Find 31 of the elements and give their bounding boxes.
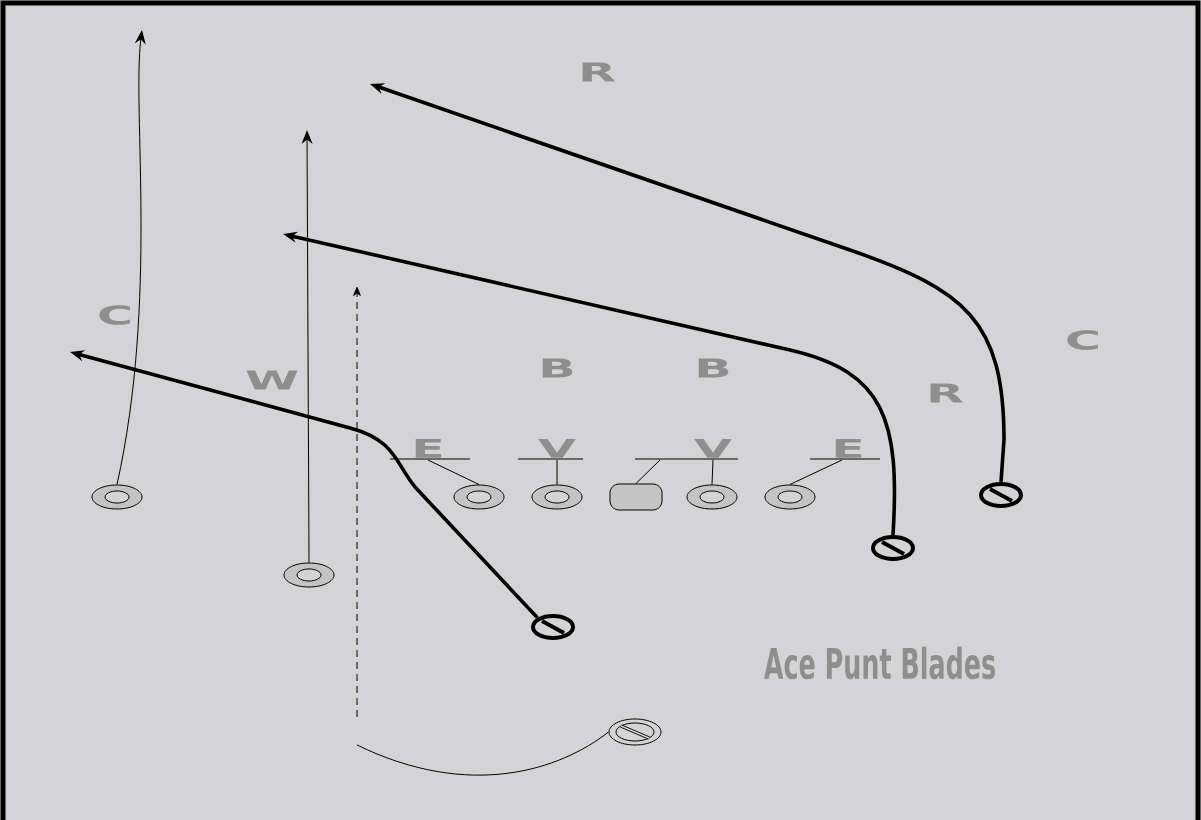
leader-line — [789, 459, 843, 485]
player-letter: R — [582, 62, 615, 82]
player-letter: E — [809, 438, 881, 460]
player-letter: C — [99, 305, 130, 325]
leader-line — [635, 459, 661, 484]
player-letter: R — [930, 383, 963, 403]
blocker-marker — [871, 535, 915, 561]
route-line — [356, 731, 609, 776]
player-letter: W — [246, 370, 298, 390]
blocker-marker — [979, 482, 1023, 508]
player-letter: B — [698, 358, 729, 378]
blocker-marker — [531, 614, 575, 640]
player-letter: E — [389, 438, 471, 460]
player-letter: C — [1067, 330, 1098, 350]
player-ring — [91, 484, 143, 510]
player-letter: V — [634, 438, 739, 460]
play-title: Ace Punt Blades — [763, 646, 995, 680]
player-ring — [453, 484, 505, 510]
route-arrow — [116, 30, 146, 485]
leader-line — [427, 459, 480, 485]
player-letter: V — [517, 438, 584, 460]
player-ring — [686, 484, 738, 510]
route-arrow — [302, 130, 312, 563]
player-ring — [531, 484, 583, 510]
punter-marker — [608, 718, 662, 746]
leader-line — [711, 459, 714, 485]
center-marker — [609, 483, 663, 511]
player-letter: B — [542, 358, 573, 378]
player-ring — [764, 484, 816, 510]
player-ring — [283, 562, 335, 588]
leader-line — [556, 459, 558, 485]
